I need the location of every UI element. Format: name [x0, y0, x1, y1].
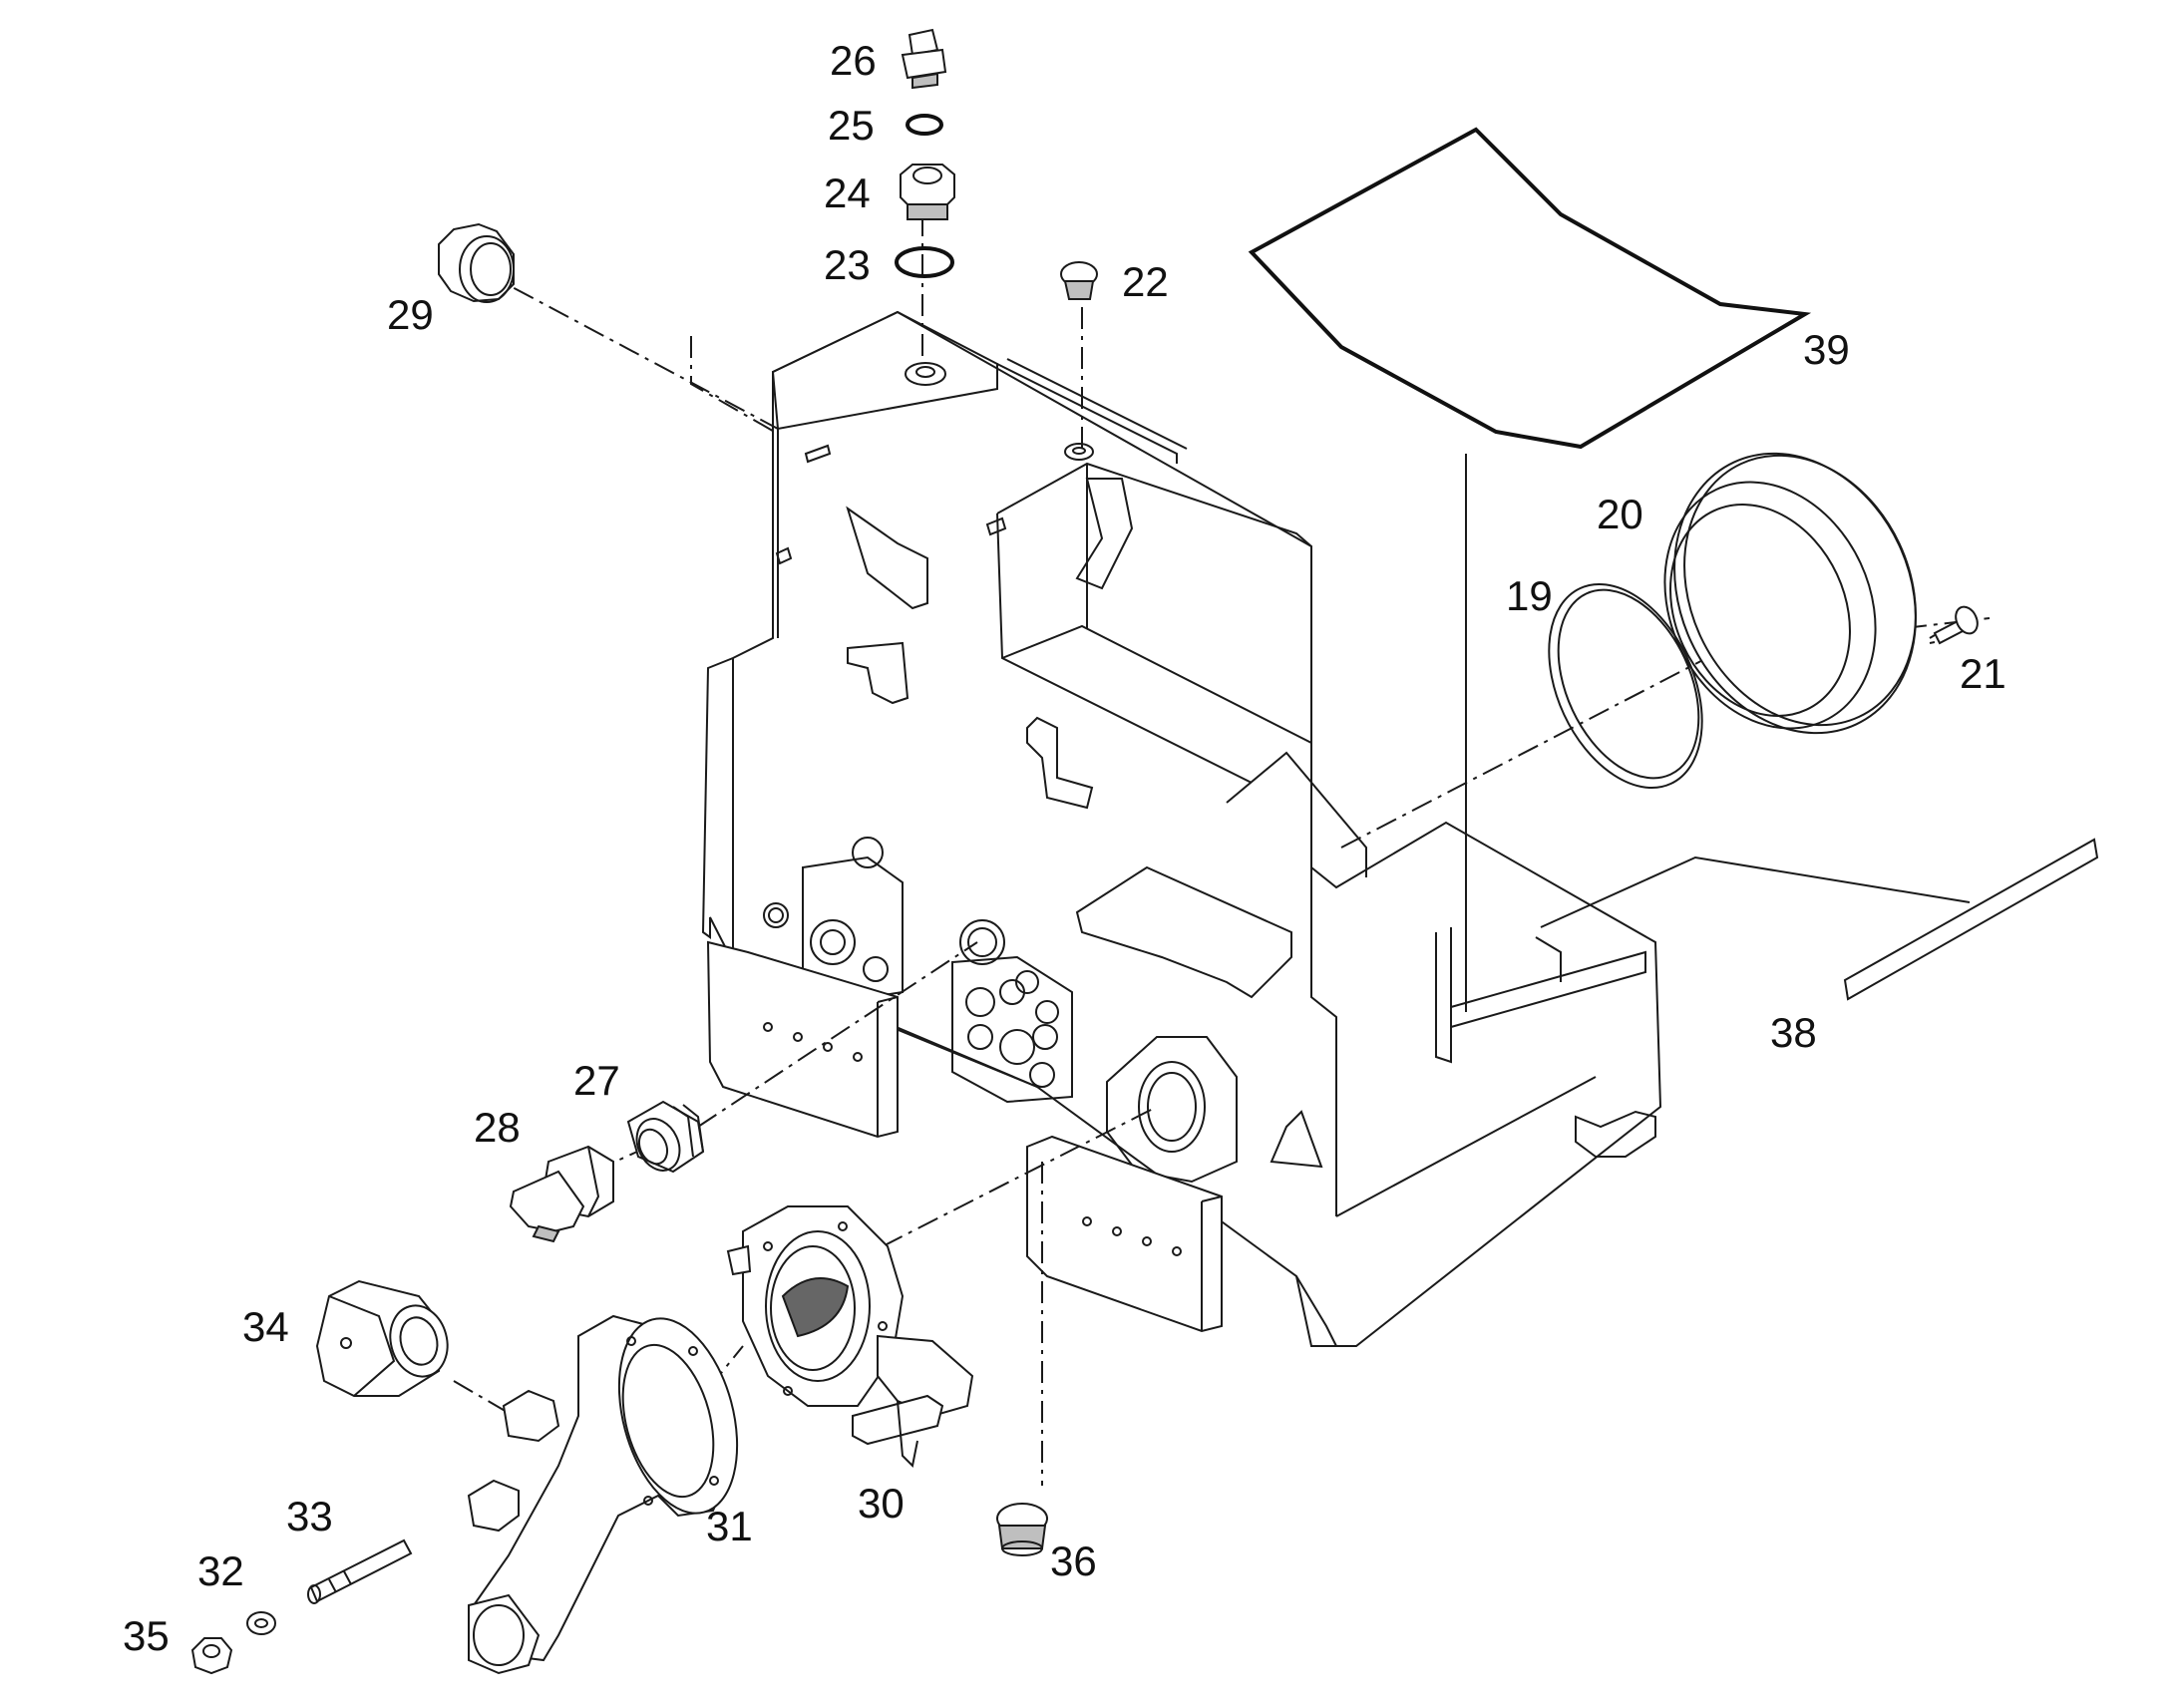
main-housing	[701, 310, 1662, 1347]
callout-27: 27	[573, 1057, 620, 1104]
part-33-stud	[307, 1538, 413, 1604]
callout-28: 28	[474, 1104, 521, 1151]
part-21-screw	[1929, 605, 1979, 645]
part-27-fitting	[626, 1100, 705, 1174]
leader-lines	[453, 214, 1991, 1486]
part-35-nut	[190, 1637, 233, 1675]
callout-22: 22	[1122, 258, 1169, 305]
part-36-plug	[996, 1503, 1048, 1556]
callout-39: 39	[1803, 326, 1850, 373]
callout-36: 36	[1050, 1537, 1097, 1584]
callout-32: 32	[197, 1547, 244, 1594]
callout-20: 20	[1597, 491, 1643, 537]
callout-31: 31	[706, 1503, 753, 1549]
callout-24: 24	[824, 170, 871, 216]
part-28-elbow	[509, 1145, 614, 1243]
callout-33: 33	[286, 1493, 333, 1539]
callout-34: 34	[242, 1303, 289, 1350]
part-19-o-ring	[1548, 582, 1703, 790]
part-34-elbow-fitting	[315, 1279, 449, 1397]
part-32-washer	[246, 1611, 276, 1635]
phantom-line	[690, 336, 779, 435]
callout-19: 19	[1506, 572, 1553, 619]
callout-25: 25	[828, 102, 875, 149]
part-38-strip	[1843, 838, 2099, 1001]
part-22-plug	[1060, 261, 1098, 300]
callout-30: 30	[858, 1480, 905, 1527]
callout-21: 21	[1960, 650, 2006, 697]
part-39-cover-sheet	[1248, 127, 1812, 450]
part-31-bent-pipe	[467, 1314, 739, 1675]
callout-23: 23	[824, 241, 871, 288]
part-23-seal-ring	[895, 246, 954, 278]
part-25-seal-ring	[906, 114, 943, 136]
part-26-plug	[901, 28, 947, 90]
callout-38: 38	[1770, 1009, 1817, 1056]
callout-26: 26	[830, 37, 877, 84]
part-30-valve-flange	[726, 1205, 974, 1469]
part-24-adapter	[900, 164, 955, 220]
part-20-flange-ring	[1663, 452, 1917, 735]
callout-35: 35	[123, 1612, 170, 1659]
callout-labels: 26 25 24 23 22 29 39 20 19 21 38 27 28 3…	[123, 37, 2006, 1659]
callout-29: 29	[387, 291, 434, 338]
part-29-cap	[438, 222, 515, 303]
